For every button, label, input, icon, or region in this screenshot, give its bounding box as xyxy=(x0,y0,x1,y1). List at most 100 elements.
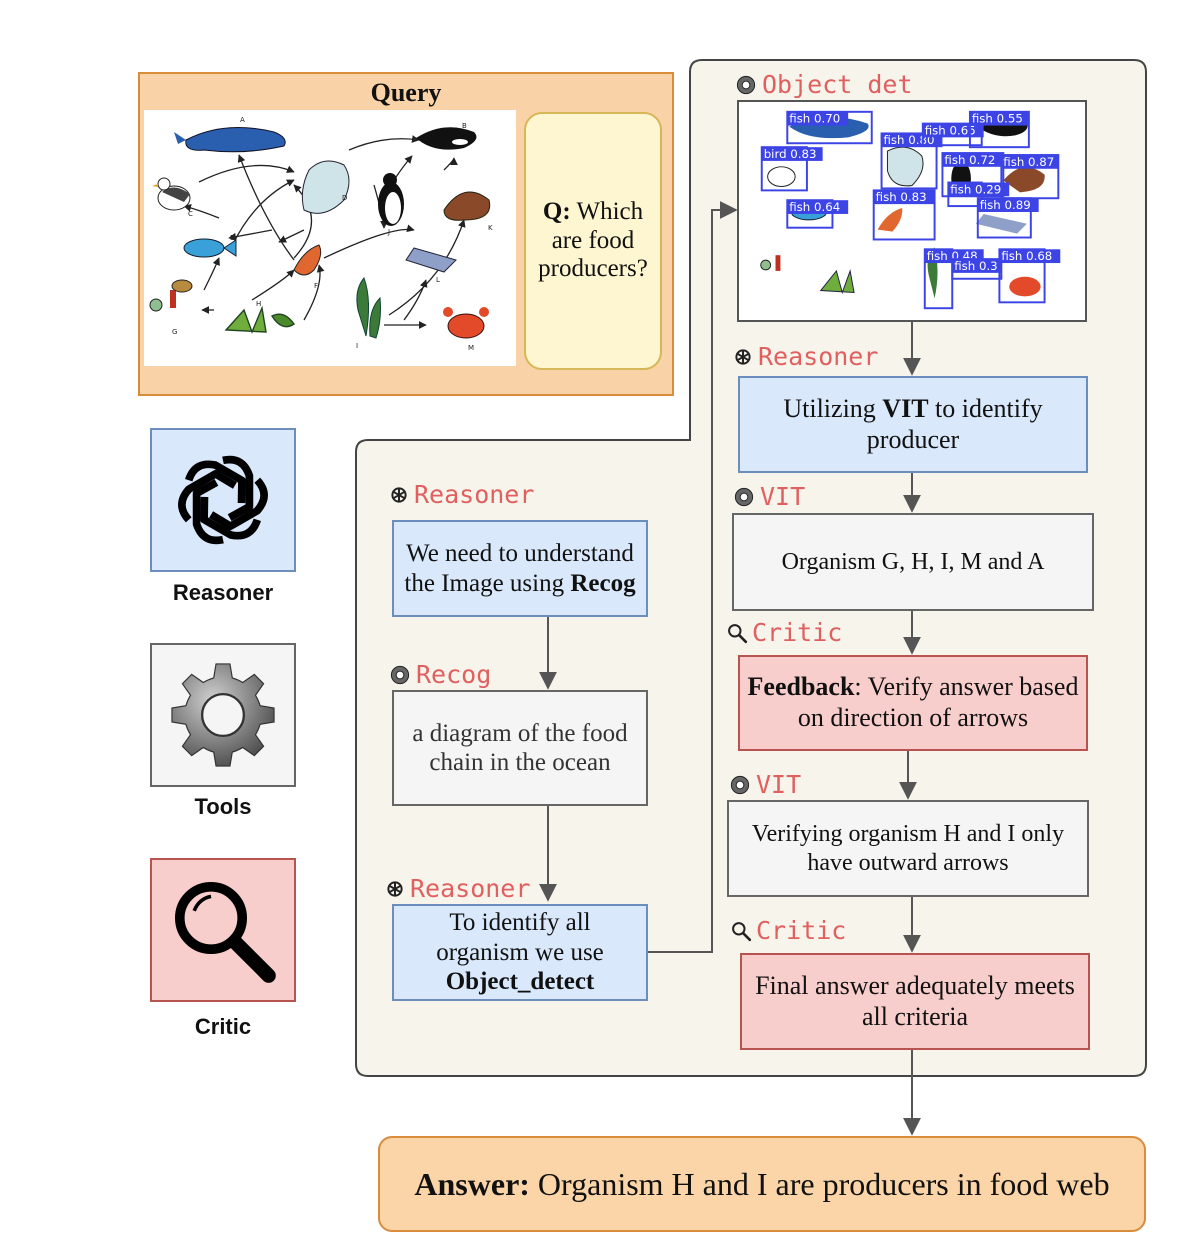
detection-boxes: fish 0.70 fish 0.80 fish 0.65 fish 0.55 … xyxy=(760,110,1061,310)
right-step2-label: VIT xyxy=(732,482,805,511)
right-step2-text: Organism G, H, I, M and A xyxy=(781,548,1045,575)
food-web-image: A B C D E F G H I J K L M xyxy=(144,110,516,366)
letter-j: J xyxy=(387,228,390,236)
gear-small-icon xyxy=(734,487,754,506)
right-step4-label-text: VIT xyxy=(756,770,802,799)
right-step3-label-text: Critic xyxy=(752,618,843,647)
sea-lion-k xyxy=(443,191,491,221)
left-step2-box: a diagram of the food chain in the ocean xyxy=(392,690,648,806)
legend-tools-box xyxy=(150,643,296,787)
right-step4-text: Verifying organism H and I only have out… xyxy=(751,821,1065,876)
letter-b: B xyxy=(462,122,467,130)
penguin-j xyxy=(378,173,404,226)
object-det-label-text: Object det xyxy=(762,70,913,99)
left-step3-box: To identify all organism we use Object_d… xyxy=(392,904,648,1001)
right-step3-label: Critic xyxy=(726,618,842,647)
left-step2-label-text: Recog xyxy=(416,660,492,689)
right-step5-label: Critic xyxy=(730,916,846,945)
letter-a: A xyxy=(240,116,245,124)
legend-critic-caption: Critic xyxy=(194,1014,252,1039)
openai-small-icon xyxy=(387,880,403,897)
object-det-label: Object det xyxy=(734,70,913,99)
letter-g: G xyxy=(172,328,177,336)
letter-k: K xyxy=(488,224,493,232)
det-label: fish 0.65 xyxy=(925,123,976,137)
det-label: fish 0.72 xyxy=(944,153,995,167)
det-label: fish 0.83 xyxy=(876,190,927,204)
shrimp-f xyxy=(293,244,322,276)
bird-c xyxy=(152,177,191,211)
letter-m: M xyxy=(468,344,474,352)
object-detection-image: fish 0.70 fish 0.80 fish 0.65 fish 0.55 … xyxy=(737,100,1087,322)
magnifier-small-icon xyxy=(728,623,748,643)
det-label: fish 0.87 xyxy=(1003,155,1054,169)
det-label: fish 0.64 xyxy=(789,200,840,214)
letter-l: L xyxy=(436,276,440,284)
det-label: fish 0.80 xyxy=(884,133,935,147)
query-panel: Query xyxy=(138,72,674,396)
letter-f: F xyxy=(314,282,318,290)
left-step1-box: We need to understand the Image using Re… xyxy=(392,520,648,617)
plant-h xyxy=(224,305,295,334)
right-step4-label: VIT xyxy=(728,770,801,799)
right-step4-box: Verifying organism H and I only have out… xyxy=(727,800,1089,897)
right-step3-bold: Feedback xyxy=(747,672,855,702)
letter-c: C xyxy=(188,210,193,218)
answer-prefix: Answer: xyxy=(414,1165,530,1202)
letter-d: D xyxy=(342,194,347,202)
magnifier-icon xyxy=(175,882,276,983)
right-step1-pre: Utilizing xyxy=(783,393,883,423)
question-prefix: Q: xyxy=(542,197,571,225)
magnifier-small-icon xyxy=(732,921,752,941)
seaweed-i xyxy=(356,277,381,339)
openai-logo-icon xyxy=(168,445,278,555)
letter-h: H xyxy=(256,300,261,308)
det-label: fish 0.68 xyxy=(1001,249,1052,263)
left-step3-label: Reasoner xyxy=(384,874,530,903)
whale-a xyxy=(174,127,286,153)
legend-tools-caption: Tools xyxy=(194,794,252,819)
legend-critic-box xyxy=(150,858,296,1002)
openai-small-icon xyxy=(735,348,751,365)
gear-small-icon xyxy=(736,75,756,94)
right-step2-box: Organism G, H, I, M and A xyxy=(732,513,1094,611)
fish-e xyxy=(183,238,237,258)
left-step1-bold: Recog xyxy=(570,569,636,597)
right-step5-box: Final answer adequately meets all criter… xyxy=(740,953,1090,1050)
seal-d xyxy=(301,160,350,214)
right-step1-post: to identify producer xyxy=(866,393,1043,454)
gear-small-icon xyxy=(730,775,750,794)
left-step2-label: Recog xyxy=(388,660,491,689)
fish-l xyxy=(405,247,457,273)
det-label: fish 0.3 xyxy=(954,259,997,273)
right-step1-label: Reasoner xyxy=(732,342,878,371)
right-step3-box: Feedback: Verify answer based on directi… xyxy=(738,655,1088,751)
query-question: Q: Which are food producers? xyxy=(524,112,662,370)
left-step1-text: We need to understand the Image using xyxy=(404,540,634,597)
question-text: Which are food producers? xyxy=(538,197,648,283)
answer-text: Organism H and I are producers in food w… xyxy=(529,1165,1110,1202)
left-step1-label-text: Reasoner xyxy=(414,480,535,509)
crab-m xyxy=(443,307,489,339)
right-step1-bold: VIT xyxy=(882,393,929,423)
legend-reasoner-box xyxy=(150,428,296,572)
left-step1-label: Reasoner xyxy=(388,480,534,509)
det-label: bird 0.83 xyxy=(764,147,817,161)
left-step3-text: To identify all organism we use xyxy=(436,909,604,966)
det-label: fish 0.89 xyxy=(980,198,1031,212)
gear-small-icon xyxy=(390,665,410,684)
right-step3-post: : Verify answer based on direction of ar… xyxy=(797,672,1079,732)
right-step2-label-text: VIT xyxy=(760,482,806,511)
left-step3-bold: Object_detect xyxy=(445,968,595,996)
letter-e: E xyxy=(230,234,234,242)
right-step1-label-text: Reasoner xyxy=(758,342,879,371)
right-step1-box: Utilizing VIT to identify producer xyxy=(738,376,1088,473)
det-label: fish 0.29 xyxy=(950,182,1001,196)
gear-icon xyxy=(171,663,275,767)
det-label: fish 0.55 xyxy=(972,112,1023,126)
orca-b xyxy=(416,127,477,150)
legend-reasoner-caption: Reasoner xyxy=(172,580,274,605)
left-step3-label-text: Reasoner xyxy=(410,874,531,903)
right-step5-text: Final answer adequately meets all criter… xyxy=(755,970,1075,1031)
right-step5-label-text: Critic xyxy=(756,916,847,945)
